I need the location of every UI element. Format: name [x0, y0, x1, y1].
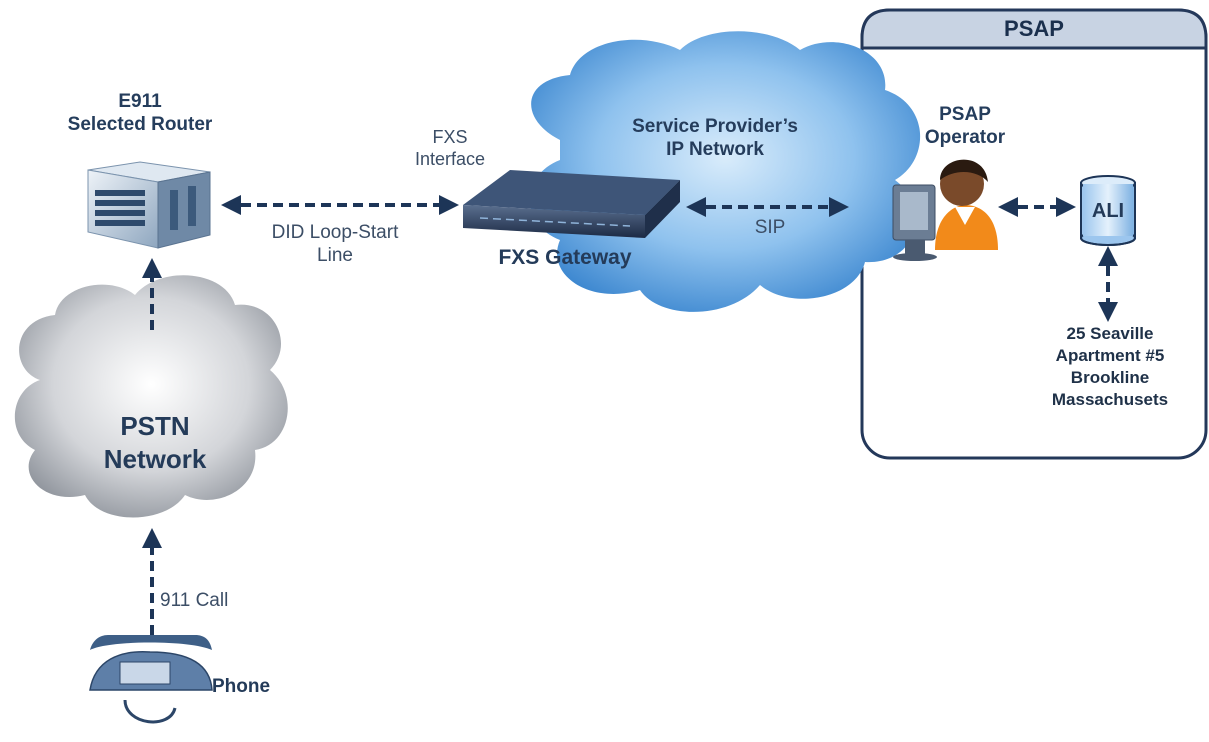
fxs-interface-label: FXS Interface — [390, 127, 510, 170]
pstn-line2: Network — [103, 443, 207, 474]
fxs-interface-line1: FXS — [432, 127, 468, 147]
operator-line1: PSAP — [939, 104, 991, 125]
pstn-label: PSTN Network — [60, 410, 250, 475]
address-line2: Apartment #5 — [1055, 346, 1165, 365]
operator-icon — [892, 159, 998, 261]
address-label: 25 Seaville Apartment #5 Brookline Massa… — [1025, 323, 1195, 411]
sip-label: SIP — [754, 217, 786, 238]
connection-arrows — [142, 195, 1118, 635]
did-line2: Line — [317, 244, 353, 266]
router-label: E911 Selected Router — [30, 91, 250, 137]
psap-container — [860, 8, 1208, 460]
phone-label: Phone — [212, 676, 271, 697]
phone-icon — [89, 635, 213, 724]
fxs-gateway-icon — [463, 170, 680, 238]
call-label: 911 Call — [160, 590, 229, 611]
address-line1: 25 Seaville — [1066, 324, 1154, 343]
address-line3: Brookline — [1070, 368, 1150, 387]
ali-database-icon — [1080, 175, 1136, 246]
address-line4: Massachusets — [1051, 390, 1169, 409]
router-icon — [87, 161, 211, 249]
did-line-label: DID Loop-Start Line — [235, 222, 435, 268]
router-label-line2: Selected Router — [67, 113, 213, 135]
operator-label: PSAP Operator — [905, 104, 1025, 150]
fxs-gateway-label: FXS Gateway — [498, 246, 632, 269]
provider-line2: IP Network — [666, 138, 764, 160]
provider-label: Service Provider’s IP Network — [605, 116, 825, 162]
operator-line2: Operator — [924, 126, 1006, 148]
psap-title: PSAP — [1004, 16, 1064, 41]
ip-network-cloud — [530, 31, 921, 312]
pstn-line1: PSTN — [120, 411, 190, 441]
pstn-network-cloud — [14, 275, 288, 518]
fxs-interface-line2: Interface — [414, 148, 486, 169]
router-label-line1: E911 — [118, 91, 162, 112]
did-line1: DID Loop-Start — [271, 222, 399, 243]
provider-line1: Service Provider’s — [632, 116, 798, 137]
ali-label: ALI — [1091, 200, 1125, 222]
